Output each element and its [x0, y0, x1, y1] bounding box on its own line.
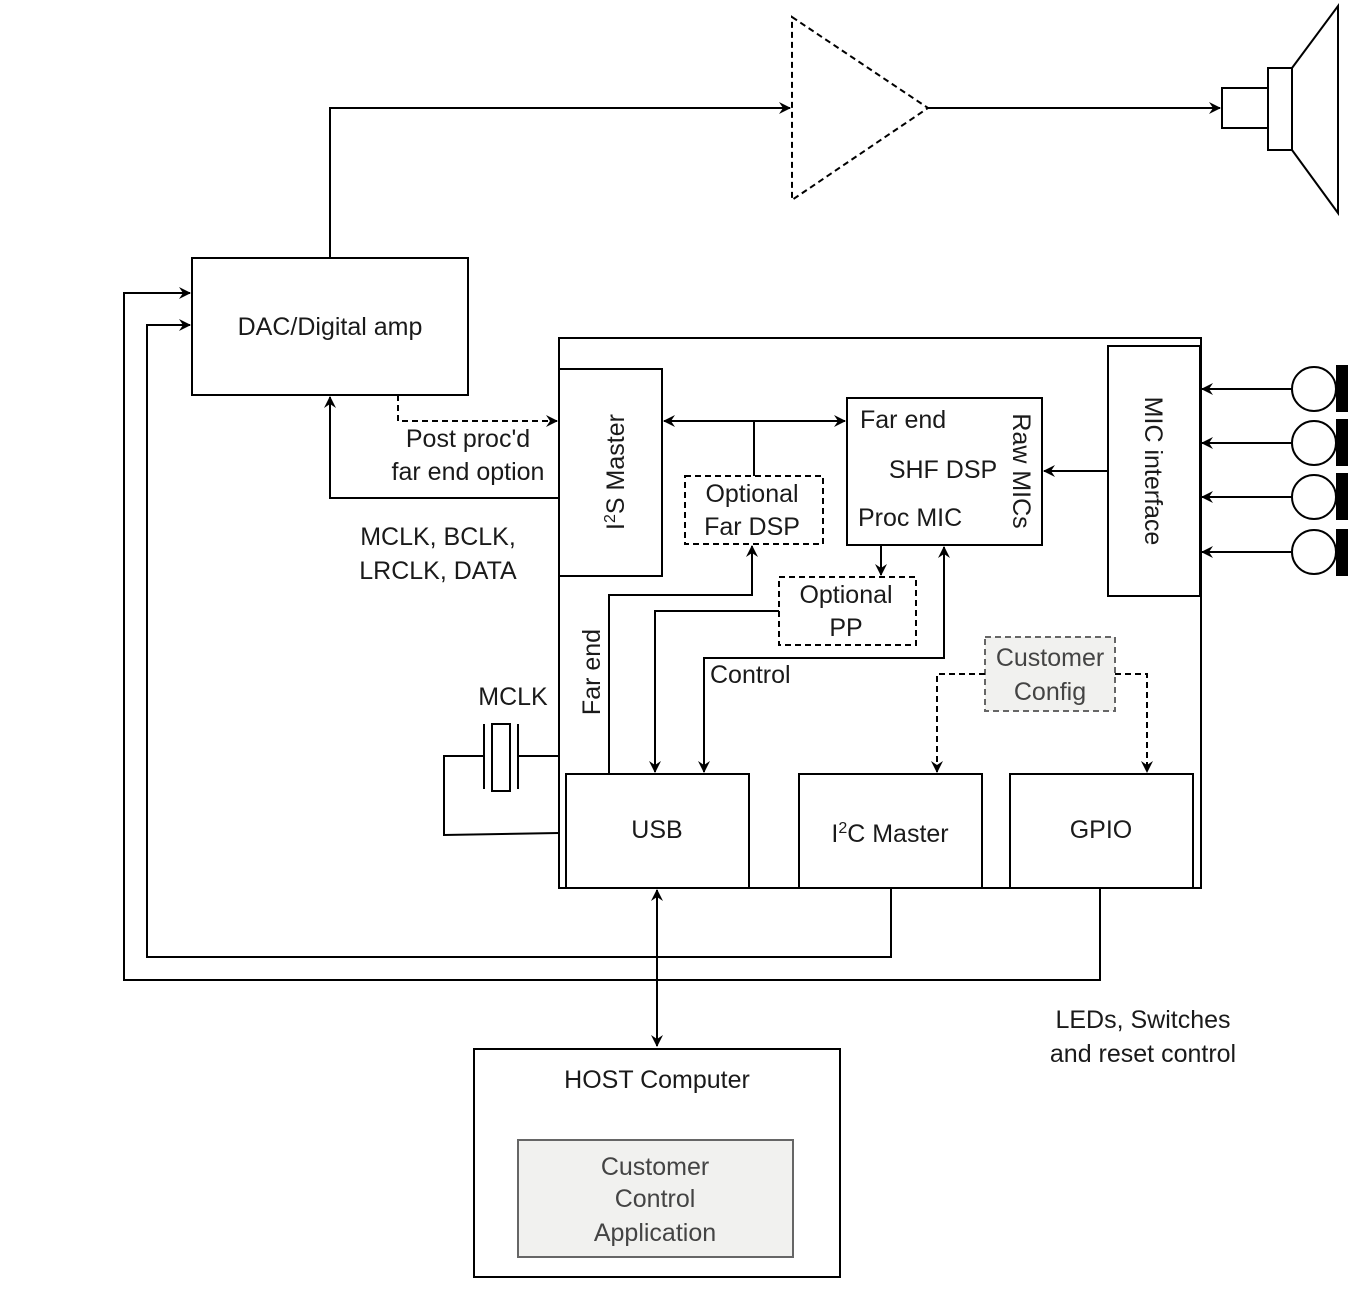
- dac-to-amp-line: [329, 102, 791, 258]
- i2c-to-dac-line: [146, 319, 892, 958]
- optional-far-dsp-label-1: Optional: [705, 480, 798, 508]
- i2s-to-dac-line: [324, 396, 559, 499]
- mic-interface-label: MIC interface: [1139, 397, 1167, 546]
- proc-mic-port-label: Proc MIC: [858, 504, 962, 532]
- control-line: [698, 546, 950, 773]
- raw-mics-port-label: Raw MICs: [1007, 413, 1035, 528]
- shf-dsp-block: [846, 397, 1043, 546]
- crystal-oscillator-icon: [443, 723, 560, 837]
- mic-interface-block: [1107, 345, 1201, 597]
- gpio-to-dac-line: [123, 287, 1101, 981]
- i2c-master-block: [798, 773, 983, 889]
- microphone-icon: [1291, 365, 1348, 412]
- post-procd-label-2: far end option: [392, 458, 545, 486]
- i2c-master-label: I2C Master: [831, 820, 948, 848]
- host-computer-label: HOST Computer: [564, 1066, 750, 1094]
- i2s-master-label: I2S Master: [602, 414, 630, 530]
- customer-control-app-block: [517, 1139, 794, 1258]
- optional-pp-label-2: PP: [829, 614, 862, 642]
- shf-dsp-label: SHF DSP: [889, 456, 997, 484]
- gpio-block: [1009, 773, 1194, 889]
- gpio-note-label-2: and reset control: [1050, 1040, 1236, 1068]
- microphone-icon: [1291, 419, 1348, 466]
- gpio-note-label-1: LEDs, Switches: [1055, 1006, 1230, 1034]
- post-procd-label-1: Post proc'd: [406, 425, 530, 453]
- dac-label: DAC/Digital amp: [238, 313, 423, 341]
- post-procd-dashed-line: [397, 395, 558, 427]
- i2s-master-block: [558, 368, 663, 577]
- optional-far-dsp-label-2: Far DSP: [704, 513, 800, 541]
- customer-control-app-label-1: Customer: [601, 1153, 709, 1181]
- microphone-icon: [1291, 473, 1348, 520]
- dac-block: [191, 257, 469, 396]
- usb-label: USB: [631, 816, 682, 844]
- control-label: Control: [710, 661, 791, 689]
- amplifier-triangle-icon: [791, 15, 930, 202]
- customer-control-app-label-3: Application: [594, 1219, 716, 1247]
- i2s-signals-label-2: LRCLK, DATA: [359, 557, 517, 585]
- customer-control-app-label-2: Control: [615, 1185, 696, 1213]
- customer-config-label-2: Config: [1014, 678, 1086, 706]
- config-to-i2c-line: [931, 673, 985, 773]
- i2s-signals-label-1: MCLK, BCLK,: [360, 523, 516, 551]
- optional-pp-label-1: Optional: [799, 581, 892, 609]
- microphone-icon: [1291, 529, 1348, 576]
- speaker-icon: [1221, 2, 1339, 217]
- optional-far-dsp-block: [684, 475, 824, 545]
- customer-config-label-1: Customer: [996, 644, 1104, 672]
- far-end-label: Far end: [578, 629, 606, 715]
- config-to-gpio-line: [1115, 673, 1153, 773]
- mclk-label: MCLK: [478, 683, 548, 711]
- usb-block: [565, 773, 750, 889]
- far-end-port-label: Far end: [860, 406, 946, 434]
- gpio-label: GPIO: [1070, 816, 1133, 844]
